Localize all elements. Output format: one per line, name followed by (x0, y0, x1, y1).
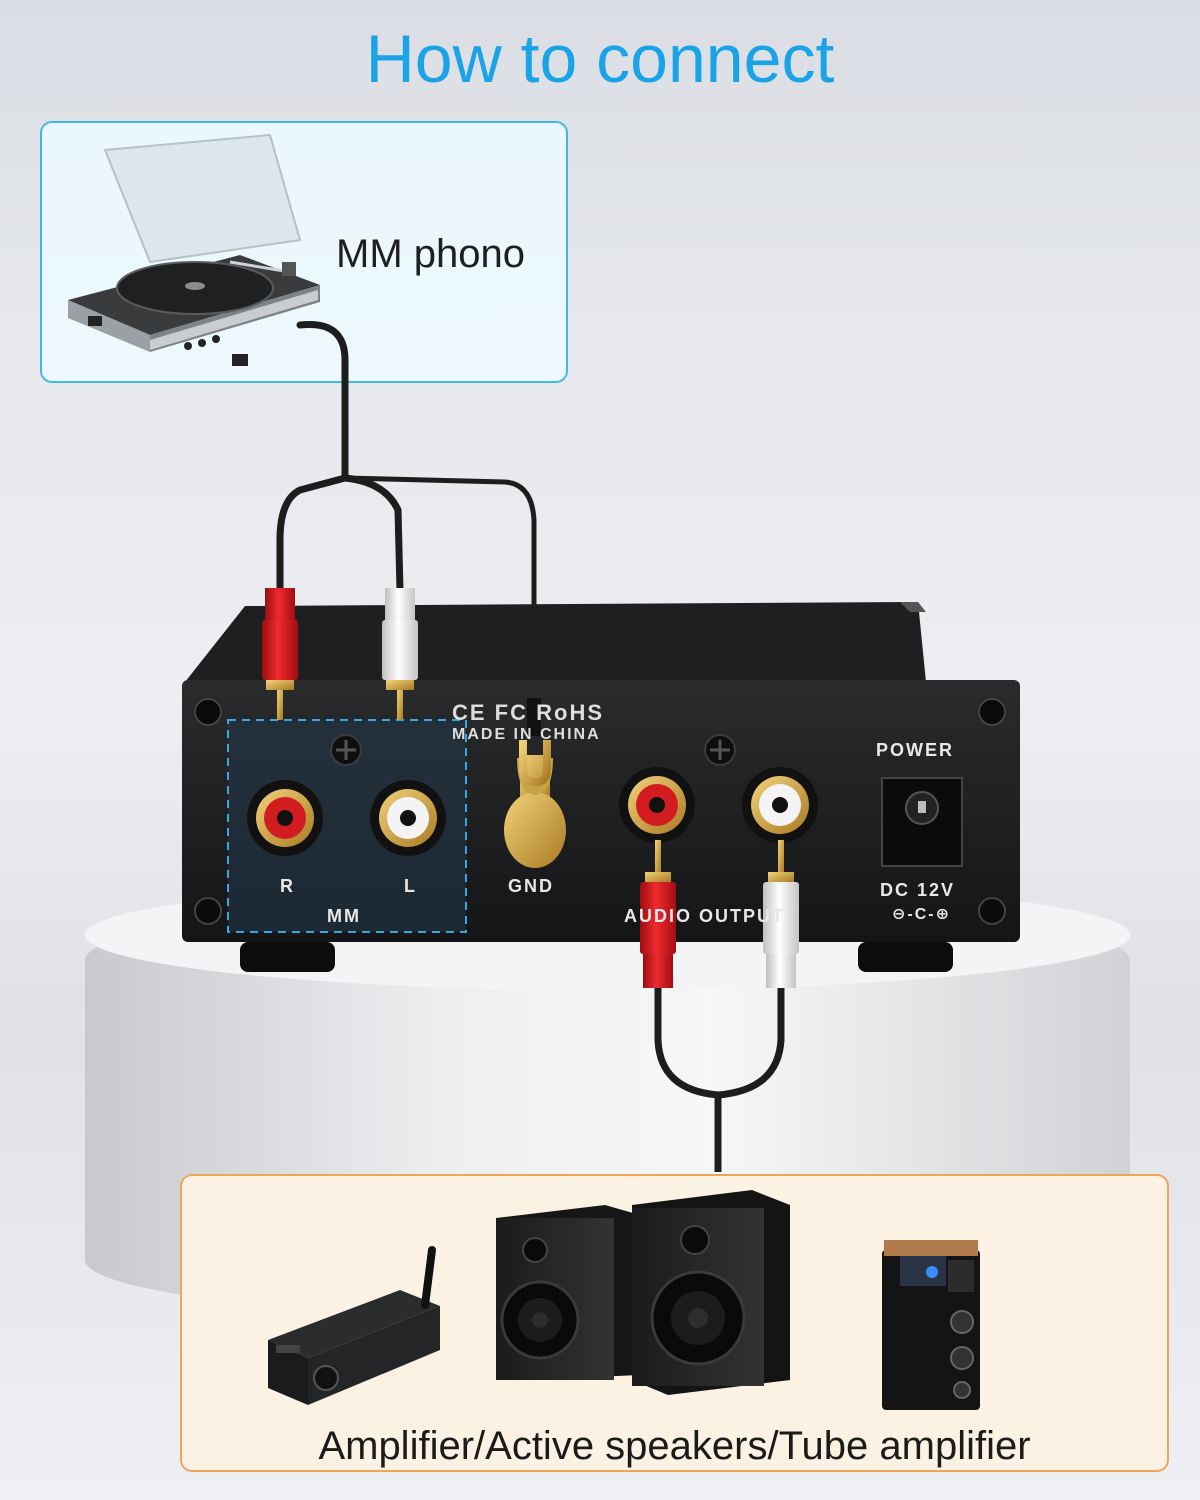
rca-output-plug-icon (640, 840, 799, 988)
output-cable-split (654, 988, 785, 1099)
dc-polarity-symbol: ⊖-C-⊕ (892, 906, 952, 923)
input-group-label: MM (327, 906, 361, 926)
stereo-amplifier-icon (268, 1246, 440, 1405)
ground-wire (344, 475, 537, 700)
input-left-label: L (404, 876, 417, 896)
phono-preamp-icon (182, 602, 1020, 972)
power-label: POWER (876, 740, 955, 760)
dc-voltage-label: DC 12V (880, 880, 956, 900)
output-group-label: AUDIO OUTPUT (624, 906, 785, 926)
rca-plug-icon (262, 588, 418, 720)
output-device-label: Amplifier/Active speakers/Tube amplifier (318, 1424, 1031, 1468)
cert-marks: CE FC RoHS (452, 700, 604, 725)
origin-label: MADE IN CHINA (452, 726, 601, 743)
source-cable (296, 320, 349, 482)
page-title: How to connect (365, 21, 835, 97)
bookshelf-speaker-icon (496, 1190, 790, 1395)
spade-ground-plug-icon (519, 698, 551, 787)
source-cable-left (344, 474, 404, 591)
turntable-icon (68, 133, 320, 366)
source-cable-right (276, 474, 346, 590)
ground-label: GND (508, 876, 554, 896)
source-device-label: MM phono (336, 232, 525, 276)
input-right-label: R (280, 876, 295, 896)
tube-amplifier-icon (882, 1240, 980, 1410)
